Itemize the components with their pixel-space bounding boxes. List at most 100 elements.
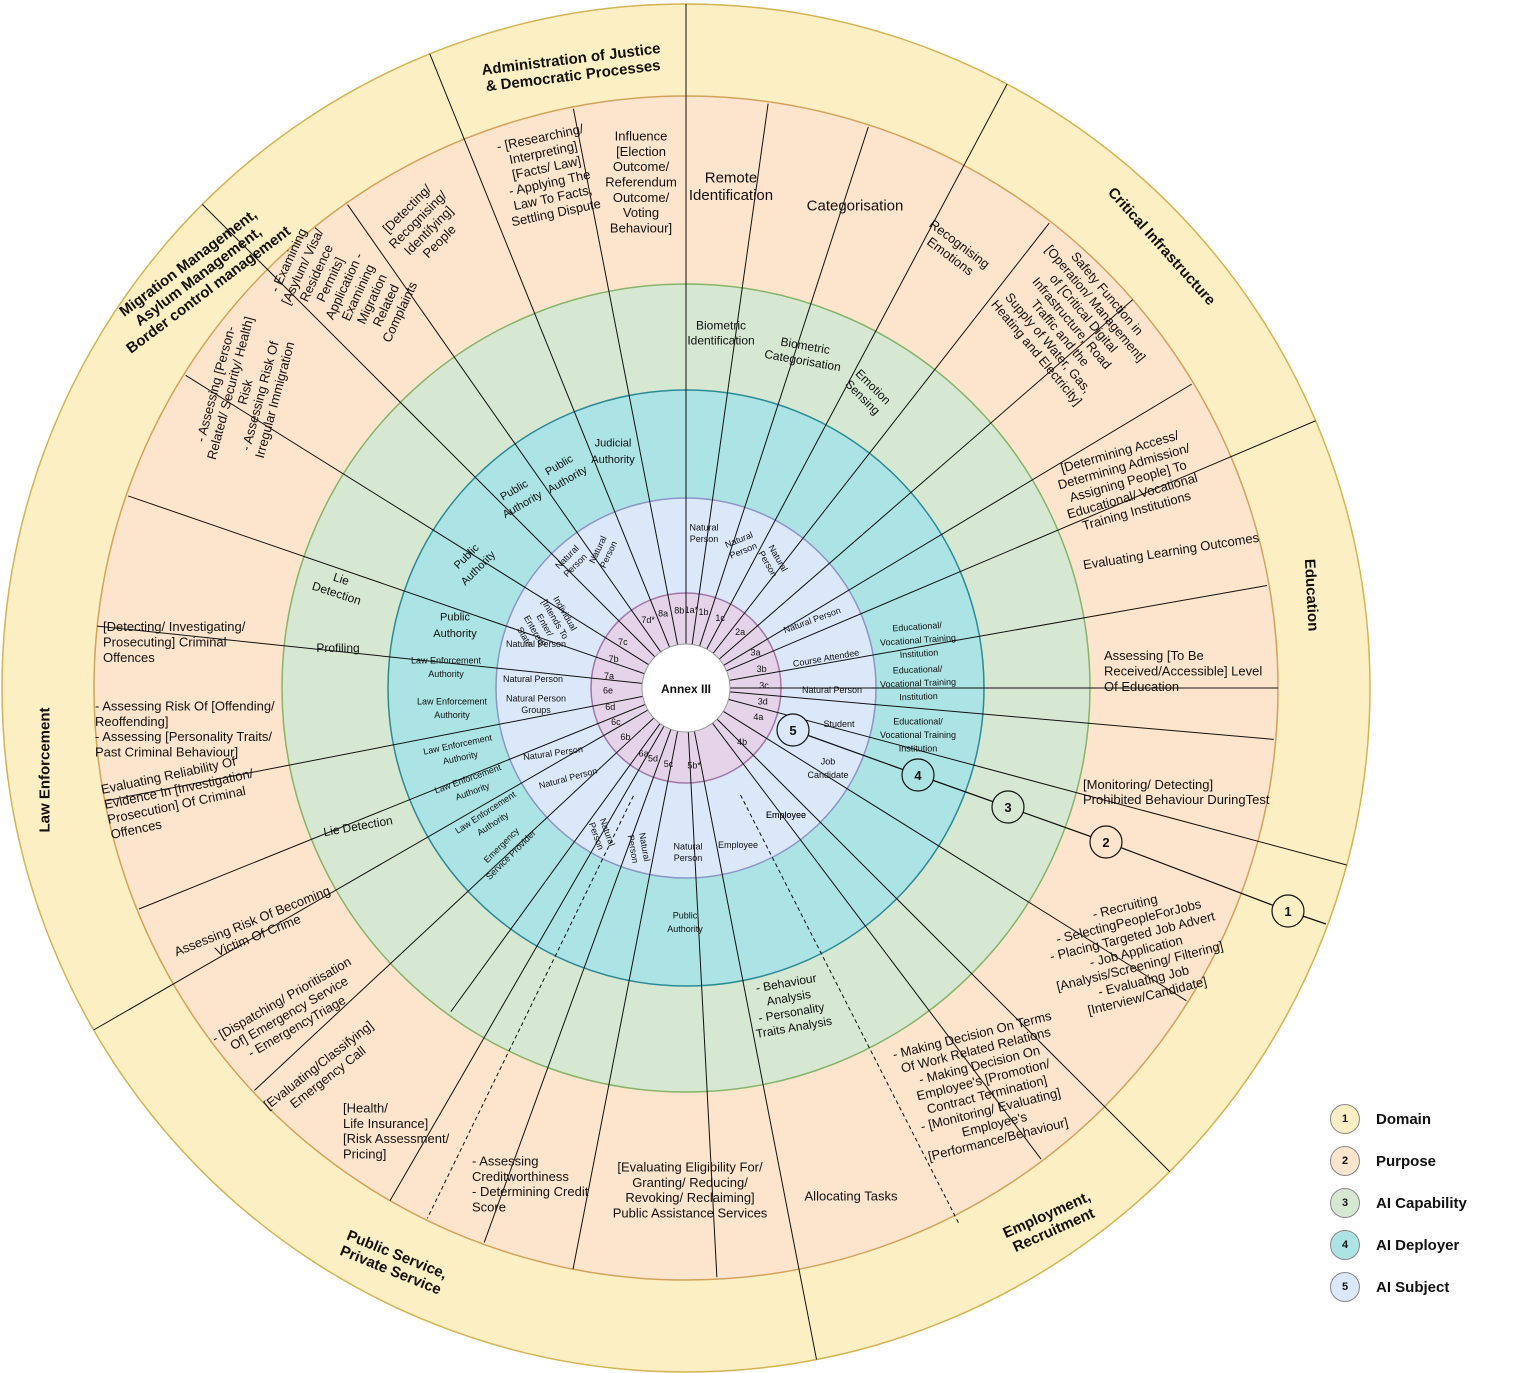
sector-divider — [450, 723, 661, 1012]
legend-badge-subject: 5 — [1330, 1272, 1360, 1302]
purpose-label-19: [Detecting/ Investigating/Prosecuting] C… — [103, 619, 246, 665]
legend: 1 Domain 2 Purpose 3 AI Capability 4 AI … — [1330, 1098, 1520, 1308]
callout-circle-1 — [1271, 894, 1305, 928]
purpose-label-24-line: Behaviour] — [610, 221, 672, 236]
deployer-label-6-line: Authority — [667, 924, 703, 934]
legend-item-subject: 5 AI Subject — [1330, 1266, 1520, 1308]
sector-divider — [185, 374, 649, 666]
subject-label-14: Natural Person — [503, 674, 563, 684]
code-label-7c: 7c — [618, 637, 628, 647]
deployer-label-3-line: Candidate — [807, 770, 848, 780]
sector-divider — [389, 725, 665, 1201]
legend-badge-domain: 1 — [1330, 1104, 1360, 1134]
purpose-label-11-line: [Evaluating Eligibility For/ — [617, 1160, 763, 1175]
sector-divider — [691, 103, 769, 645]
purpose-label-7-line: [Monitoring/ Detecting] — [1083, 777, 1213, 792]
legend-item-purpose: 2 Purpose — [1330, 1140, 1520, 1182]
deployer-label-13-line: Authority — [433, 628, 477, 640]
deployer-label-17-line: Judicial — [595, 438, 632, 450]
callout-circle-5 — [776, 713, 810, 747]
deployer-label-12-line: Law Enforcement — [411, 655, 482, 665]
subject-label-6: Student — [823, 719, 855, 729]
sector-divider — [716, 718, 1171, 1173]
sector-divider — [729, 585, 1268, 681]
code-label-8a: 8a — [658, 608, 668, 618]
code-label-8b: 8b — [674, 605, 684, 615]
code-label-5c: 5c — [664, 759, 674, 769]
code-label-2a: 2a — [735, 627, 745, 637]
code-label-6a: 6a — [639, 748, 649, 758]
deployer-label-2-line: Institution — [899, 744, 938, 754]
purpose-label-18-line: Reoffending] — [95, 714, 169, 729]
code-label-7b: 7b — [609, 654, 619, 664]
purpose-label-18-line: Past Criminal Behaviour] — [95, 745, 238, 760]
purpose-label-11-line: Revoking/ Reclaiming] — [625, 1190, 754, 1205]
domain-label-d-law: Law Enforcement — [36, 707, 53, 832]
sector-divider — [201, 203, 656, 658]
deployer-label-17-line: Authority — [591, 454, 635, 466]
purpose-label-11-line: Public Assistance Services — [613, 1206, 768, 1221]
code-label-6c: 6c — [611, 717, 621, 727]
purpose-label-19-line: [Detecting/ Investigating/ — [103, 619, 246, 634]
deployer-label-1-line: Educational/ — [893, 664, 943, 676]
subject-label-10-line: Natural — [673, 841, 702, 851]
sector-divider — [712, 222, 1050, 654]
sector-divider — [127, 495, 645, 675]
legend-badge-purpose: 2 — [1330, 1146, 1360, 1176]
code-label-5b*: 5b* — [687, 761, 701, 771]
sector-divider — [726, 420, 1316, 672]
purpose-label-12-line: - Assessing — [472, 1154, 538, 1169]
purpose-label-0-line: Remote — [705, 169, 758, 186]
sector-divider — [572, 731, 679, 1270]
subject-label-14-line: Natural Person — [503, 674, 563, 684]
code-label-1b: 1b — [699, 607, 709, 617]
legend-label-capability: AI Capability — [1376, 1194, 1467, 1212]
sector-divider — [106, 695, 643, 802]
sector-divider — [138, 704, 646, 910]
sector-divider — [97, 625, 643, 684]
callout-number-3: 3 — [1004, 800, 1011, 815]
code-label-7a: 7a — [604, 671, 614, 681]
sector-divider — [723, 383, 1192, 666]
deployer-label-3-line: Job — [821, 756, 836, 766]
legend-item-deployer: 4 AI Deployer — [1330, 1224, 1520, 1266]
sector-divider — [254, 717, 655, 1091]
purpose-label-19-line: Offences — [103, 650, 155, 665]
code-label-3c: 3c — [759, 680, 769, 690]
purpose-label-24-line: Influence — [615, 129, 668, 144]
purpose-label-18-line: - Assessing Risk Of [Offending/ — [95, 699, 275, 714]
purpose-label-24-line: Outcome/ — [613, 190, 670, 205]
callout-number-5: 5 — [789, 723, 796, 738]
subject-label-9-line: Natural — [637, 832, 652, 862]
purpose-label-24-line: Voting — [623, 205, 659, 220]
code-label-5d: 5d — [648, 754, 658, 764]
purpose-label-24-line: Referendum — [605, 175, 677, 190]
purpose-label-6-line: Assessing [To Be — [1104, 648, 1204, 663]
purpose-label-13-line: [Risk Assessment/ — [343, 1131, 450, 1146]
subject-label-10-line: Person — [674, 853, 703, 863]
sector-divider — [429, 53, 670, 648]
code-label-4a: 4a — [753, 712, 763, 722]
capability-label-5: Profiling — [316, 641, 359, 655]
sector-divider — [93, 709, 649, 1031]
purpose-label-21: - Examining[Asylum/ Visa/ResidencePermit… — [267, 226, 420, 345]
purpose-label-10-line: Allocating Tasks — [805, 1189, 898, 1204]
purpose-label-24-line: Outcome/ — [613, 159, 670, 174]
purpose-label-11: [Evaluating Eligibility For/Granting/ Re… — [613, 1160, 768, 1221]
deployer-label-11-line: Authority — [434, 710, 470, 720]
deployer-label-6-line: Public — [673, 910, 698, 920]
deployer-label-2-line: Vocational Training — [880, 730, 956, 740]
deployer-label-11-line: Law Enforcement — [417, 696, 488, 706]
sector-divider — [483, 729, 672, 1243]
purpose-label-13: [Health/Life Insurance][Risk Assessment/… — [343, 1101, 450, 1162]
deployer-label-2: Educational/Vocational TrainingInstituti… — [880, 717, 956, 754]
sector-divider — [728, 698, 1347, 866]
code-label-6d: 6d — [605, 702, 615, 712]
deployer-label-0: Educational/Vocational TrainingInstituti… — [880, 620, 957, 660]
